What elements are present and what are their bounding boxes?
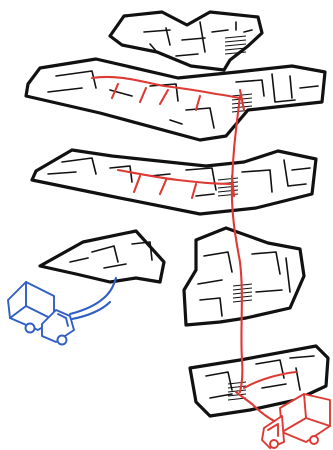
inbound-truck (8, 282, 74, 345)
truck-wheel (58, 336, 67, 345)
truck-wheel (270, 440, 278, 448)
middle-floor-plan (32, 150, 316, 214)
top-floor-plan (110, 12, 262, 70)
upper-floor-plan (26, 59, 325, 140)
inbound-delivery-route (70, 278, 116, 319)
truck-wheel (310, 436, 318, 444)
floor-outline (26, 59, 325, 140)
floor-outline-left-wing (40, 231, 164, 282)
truck-wheel (26, 324, 35, 333)
floor-outline-right-wing (184, 228, 304, 325)
delivery-truck-icon (8, 282, 74, 345)
